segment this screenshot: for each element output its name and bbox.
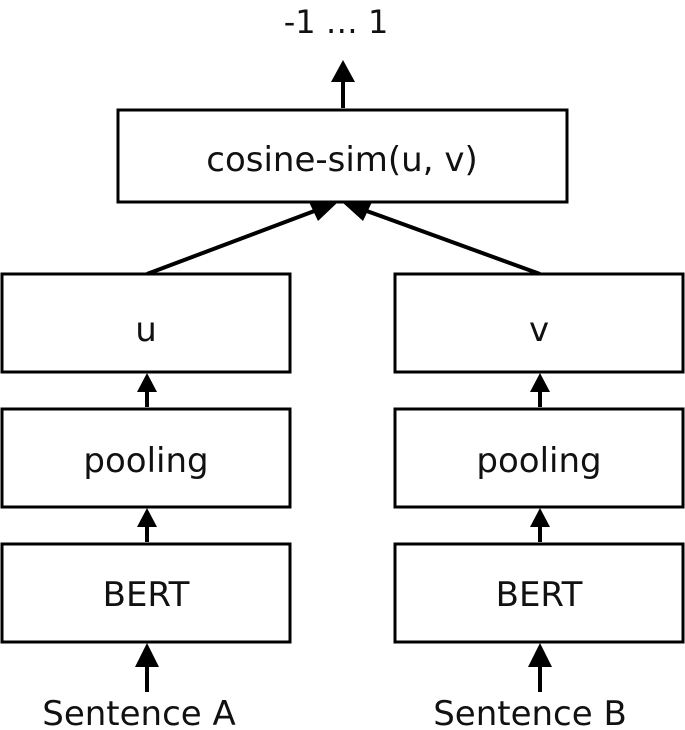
v-label: v [529, 310, 549, 350]
arrow-bert-to-pooling-left [137, 508, 157, 542]
sentence-b-label: Sentence B [433, 694, 627, 730]
arrow-sentence-a-to-bert [135, 643, 159, 692]
right-branch: v pooling BERT Sentence B [393, 272, 685, 730]
sentence-a-label: Sentence A [42, 694, 236, 730]
arrow-sentence-b-to-bert [528, 643, 552, 692]
u-label: u [135, 310, 157, 350]
bert-node-left [0, 542, 292, 644]
left-branch: u pooling BERT Sentence A [0, 272, 292, 730]
pooling-label-right: pooling [476, 441, 601, 481]
cosine-sim-node: cosine-sim(u, v) [116, 108, 569, 204]
arrow-pooling-to-u [137, 373, 157, 407]
arrow-pooling-to-v [530, 373, 550, 407]
arrow-cosine-to-output [331, 60, 355, 108]
bert-label-right: BERT [496, 575, 583, 615]
arrow-bert-to-pooling-right [530, 508, 550, 542]
bert-node-right [393, 542, 685, 644]
v-node [393, 272, 685, 374]
output-range-label: -1 … 1 [284, 3, 389, 41]
pooling-label-left: pooling [83, 441, 208, 481]
bert-label-left: BERT [103, 575, 190, 615]
u-node [0, 272, 292, 374]
arrow-u-to-cosine [146, 202, 338, 276]
pooling-node-left [0, 407, 292, 509]
pooling-node-right [393, 407, 685, 509]
arrow-v-to-cosine [342, 202, 541, 276]
cosine-sim-label: cosine-sim(u, v) [206, 140, 478, 180]
